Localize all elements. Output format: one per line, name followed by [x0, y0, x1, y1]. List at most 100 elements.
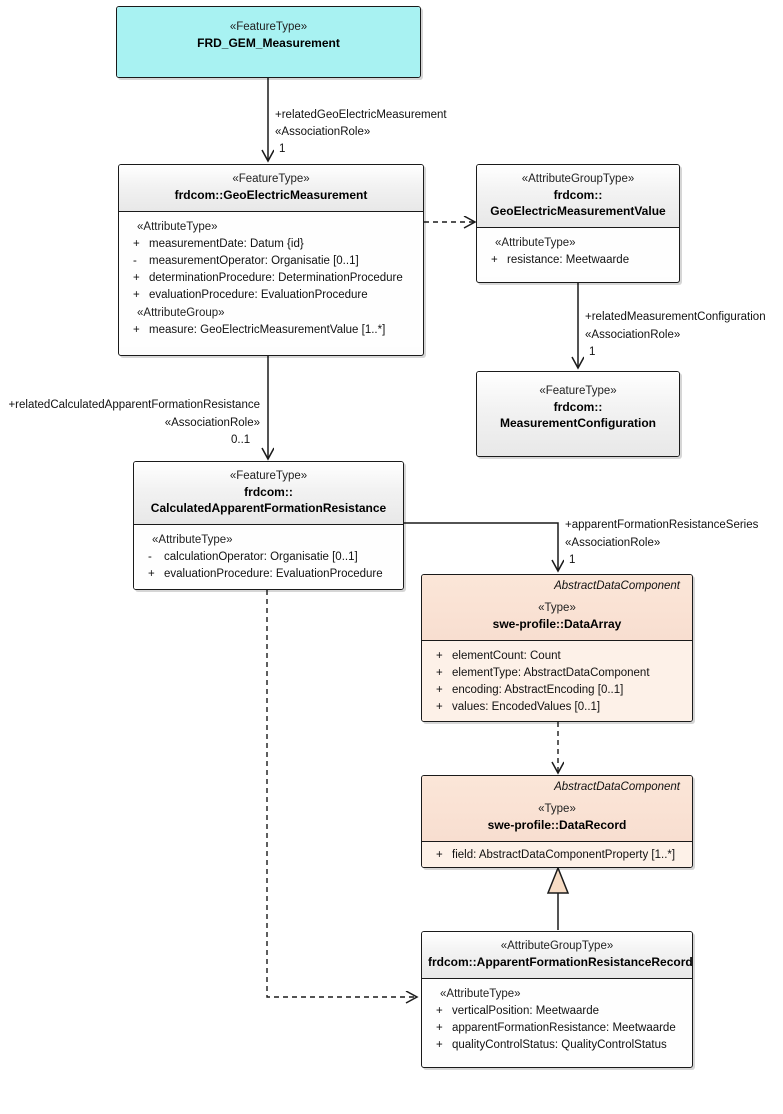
compartment-divider [134, 524, 403, 525]
class-name-line2: GeoElectricMeasurementValue [490, 204, 666, 218]
attribute-text: qualityControlStatus: QualityControlStat… [452, 1039, 667, 1051]
compartment-divider [422, 841, 692, 842]
class-header: «FeatureType» FRD_GEM_Measurement [117, 7, 420, 77]
attribute-row: + elementType: AbstractDataComponent [426, 665, 688, 682]
edge-record-generalization-to-datarecord [546, 865, 570, 930]
attribute-text: evaluationProcedure: EvaluationProcedure [149, 289, 368, 301]
attribute-text: encoding: AbstractEncoding [0..1] [452, 684, 624, 696]
class-measurementconfiguration[interactable]: «FeatureType» frdcom:: MeasurementConfig… [476, 371, 680, 457]
class-stereotype: «Type» [538, 803, 576, 815]
class-header: AbstractDataComponent «Type» swe-profile… [422, 575, 692, 640]
class-name-line1: frdcom:: [553, 400, 603, 414]
class-stereotype: «FeatureType» [232, 173, 310, 185]
attribute-row: +measure: GeoElectricMeasurementValue [1… [123, 322, 419, 339]
attribute-visibility: + [436, 667, 443, 679]
class-name: frdcom::GeoElectricMeasurement [174, 188, 368, 202]
attribute-text: evaluationProcedure: EvaluationProcedure [164, 568, 383, 580]
compartment-divider [119, 211, 423, 212]
attribute-row: + verticalPosition: Meetwaarde [426, 1003, 688, 1020]
class-apparentformationresistancerecord[interactable]: «AttributeGroupType» frdcom::ApparentFor… [421, 931, 693, 1068]
attribute-row: -calculationOperator: Organisatie [0..1] [138, 549, 399, 566]
attribute-visibility: - [148, 551, 152, 563]
class-name: FRD_GEM_Measurement [197, 36, 340, 50]
class-attributes: «AttributeType» -calculationOperator: Or… [134, 525, 403, 589]
class-geoelectricmeasurementvalue[interactable]: «AttributeGroupType» frdcom:: GeoElectri… [476, 164, 680, 283]
class-calculatedapparentformationresistance[interactable]: «FeatureType» frdcom:: CalculatedApparen… [133, 461, 404, 590]
attribute-visibility: + [436, 849, 443, 861]
abstract-parent-label: AbstractDataComponent [554, 781, 680, 793]
attribute-visibility: + [436, 684, 443, 696]
compartment-divider [422, 978, 692, 979]
attribute-text: calculationOperator: Organisatie [0..1] [164, 551, 358, 563]
class-frd-gem-measurement[interactable]: «FeatureType» FRD_GEM_Measurement [116, 6, 421, 78]
class-stereotype: «AttributeGroupType» [521, 173, 635, 185]
attribute-group-label: «AttributeType» [440, 988, 521, 1000]
edge-label-apparentformationresistanceseries-role: +apparentFormationResistanceSeries [565, 519, 759, 531]
class-attributes: «AttributeType» +resistance: Meetwaarde [477, 228, 679, 277]
attribute-row: + encoding: AbstractEncoding [0..1] [426, 682, 688, 699]
attribute-text: elementCount: Count [452, 650, 561, 662]
attribute-row: +field: AbstractDataComponentProperty [1… [426, 847, 688, 864]
attribute-visibility: + [133, 324, 140, 336]
class-header: «AttributeGroupType» frdcom::ApparentFor… [422, 932, 692, 978]
compartment-divider [422, 640, 692, 641]
attribute-group-label: «AttributeGroup» [137, 307, 225, 319]
attribute-group-label: «AttributeType» [137, 221, 218, 233]
attribute-text: measurementDate: Datum {id} [149, 238, 304, 250]
attribute-row: + apparentFormationResistance: Meetwaarde [426, 1020, 688, 1037]
attribute-row: +evaluationProcedure: EvaluationProcedur… [123, 287, 419, 304]
class-attributes: «AttributeType» + verticalPosition: Meetw… [422, 979, 692, 1062]
attribute-visibility: + [436, 1022, 443, 1034]
class-datarecord[interactable]: AbstractDataComponent «Type» swe-profile… [421, 775, 693, 868]
attribute-visibility: + [133, 238, 140, 250]
attribute-visibility: + [436, 1005, 443, 1017]
class-name-line2: MeasurementConfiguration [499, 416, 656, 430]
class-name-line1: frdcom:: [244, 485, 293, 499]
attribute-visibility: + [491, 254, 498, 266]
class-name: swe-profile::DataRecord [487, 818, 627, 832]
attribute-row: +determinationProcedure: DeterminationPr… [123, 270, 419, 287]
attribute-text: verticalPosition: Meetwaarde [452, 1005, 600, 1017]
attribute-text: elementType: AbstractDataComponent [452, 667, 650, 679]
compartment-divider [477, 227, 679, 228]
edge-multiplicity-relatedgeoelectricmeasurement: 1 [279, 143, 286, 155]
attribute-row: +values: EncodedValues [0..1] [426, 699, 688, 716]
class-attributes: + elementCount: Count + elementType: Abstr… [422, 641, 692, 721]
attribute-text: apparentFormationResistance: Meetwaarde [452, 1022, 676, 1034]
attribute-text: measurementOperator: Organisatie [0..1] [149, 255, 359, 267]
class-header: AbstractDataComponent «Type» swe-profile… [422, 776, 692, 841]
class-stereotype: «FeatureType» [539, 385, 617, 397]
abstract-parent-label: AbstractDataComponent [554, 580, 680, 592]
edge-multiplicity-relatedcalculatedapparentformationresistance: 0..1 [231, 434, 251, 446]
edge-label-relatedmeasurementconfiguration-stereotype: «AssociationRole» [585, 329, 681, 341]
edge-label-relatedmeasurementconfiguration-role: +relatedMeasurementConfiguration [585, 311, 766, 323]
attribute-visibility: + [148, 568, 155, 580]
attribute-visibility: - [133, 255, 137, 267]
class-stereotype: «FeatureType» [229, 470, 308, 482]
attribute-visibility: + [133, 272, 140, 284]
class-header: «AttributeGroupType» frdcom:: GeoElectri… [477, 165, 679, 227]
edge-label-relatedgeoelectricmeasurement-stereotype: «AssociationRole» [275, 126, 371, 138]
class-stereotype: «Type» [538, 602, 576, 614]
class-name: swe-profile::DataArray [492, 617, 622, 631]
class-name-line1: frdcom:: [553, 188, 603, 202]
attribute-row: + resistance: Meetwaarde [481, 252, 675, 269]
attribute-group-label: «AttributeType» [152, 534, 233, 546]
class-dataarray[interactable]: AbstractDataComponent «Type» swe-profile… [421, 574, 693, 722]
edge-label-relatedcalculatedapparentformationresistance-stereotype: «AssociationRole» [164, 417, 260, 429]
class-stereotype: «FeatureType» [229, 21, 308, 33]
edge-multiplicity-relatedmeasurementconfiguration: 1 [589, 346, 596, 358]
class-header: «FeatureType» frdcom:: CalculatedApparen… [134, 462, 403, 524]
class-attributes: +field: AbstractDataComponentProperty [1… [422, 842, 692, 867]
edge-multiplicity-apparentformationresistanceseries: 1 [569, 554, 576, 566]
attribute-visibility: + [436, 1039, 443, 1051]
attribute-row: -measurementOperator: Organisatie [0..1] [123, 253, 419, 270]
class-header: «FeatureType» frdcom:: MeasurementConfig… [477, 372, 679, 456]
class-header: «FeatureType» frdcom::GeoElectricMeasure… [119, 165, 423, 211]
attribute-row: + measurementDate: Datum {id} [123, 236, 419, 253]
class-attributes: «AttributeType» + measurementDate: Datum … [119, 212, 423, 347]
class-geoelectricmeasurement[interactable]: «FeatureType» frdcom::GeoElectricMeasure… [118, 164, 424, 356]
class-stereotype: «AttributeGroupType» [500, 940, 614, 952]
attribute-text: resistance: Meetwaarde [507, 254, 630, 266]
